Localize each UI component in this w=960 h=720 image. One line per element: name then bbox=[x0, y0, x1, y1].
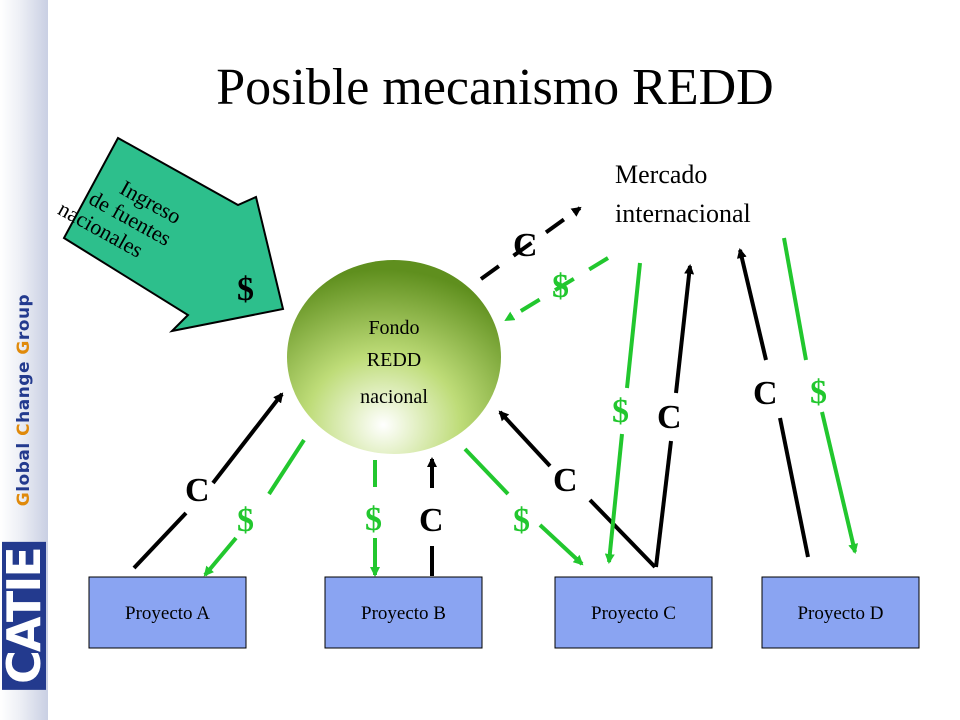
market-label-2: internacional bbox=[615, 199, 751, 228]
money-symbol-market-fund: $ bbox=[552, 268, 569, 305]
money-line-a-upper bbox=[267, 438, 306, 496]
money-arrow-market-to-d bbox=[820, 411, 859, 554]
sidebar: Global Change Group CATIE bbox=[0, 0, 51, 720]
mercado-internacional: Mercado internacional bbox=[615, 160, 751, 228]
income-arrow: Ingreso de fuentes nacionales $ bbox=[54, 136, 285, 333]
credit-symbol-c-market: C bbox=[657, 399, 682, 436]
money-symbol-d: $ bbox=[810, 374, 827, 411]
project-label-d: Proyecto D bbox=[797, 603, 883, 624]
credit-symbol-a: C bbox=[185, 472, 210, 509]
credit-arrow-c-to-market bbox=[674, 264, 695, 394]
money-arrow-fund-to-c bbox=[538, 523, 584, 566]
market-label-1: Mercado bbox=[615, 160, 707, 189]
money-symbol-c-market: $ bbox=[612, 393, 629, 430]
money-symbol-c: $ bbox=[513, 502, 530, 539]
credit-arrow-fund-to-market bbox=[479, 206, 582, 281]
credit-arrow-d-to-market bbox=[736, 248, 768, 361]
project-label-b: Proyecto B bbox=[361, 603, 446, 624]
income-money-symbol: $ bbox=[237, 271, 254, 308]
money-symbol-b: $ bbox=[365, 501, 382, 538]
credit-symbol-d: C bbox=[753, 375, 778, 412]
project-box-d: Proyecto D bbox=[761, 576, 920, 649]
money-line-market-c-upper bbox=[625, 262, 642, 389]
credit-line-d-lower bbox=[778, 417, 810, 558]
project-box-c: Proyecto C bbox=[554, 576, 713, 649]
credit-line-c-lower bbox=[588, 498, 657, 569]
money-arrow-market-to-c bbox=[604, 433, 624, 564]
money-arrow-market-to-fund bbox=[504, 256, 610, 322]
credit-symbol-fund-market: C bbox=[513, 227, 538, 264]
money-line-d-upper bbox=[782, 237, 808, 361]
credit-arrow-a-to-fund bbox=[211, 392, 284, 485]
project-box-a: Proyecto A bbox=[88, 576, 247, 649]
fund-label-3: nacional bbox=[360, 386, 428, 408]
credit-symbol-b: C bbox=[419, 502, 444, 539]
fund-label-2: REDD bbox=[367, 349, 421, 371]
credit-line-c-market-lower bbox=[654, 440, 673, 568]
money-line-c-upper bbox=[463, 447, 510, 496]
project-box-b: Proyecto B bbox=[324, 576, 483, 649]
fund-label-1: Fondo bbox=[368, 317, 419, 339]
project-label-c: Proyecto C bbox=[591, 603, 676, 624]
credit-line-a-lower bbox=[132, 511, 188, 570]
project-label-a: Proyecto A bbox=[125, 603, 210, 624]
money-arrow-fund-to-a bbox=[203, 536, 238, 577]
credit-arrow-c-to-fund bbox=[498, 410, 552, 468]
fondo-redd-sphere: Fondo REDD nacional bbox=[287, 260, 501, 454]
slide-title: Posible mecanismo REDD bbox=[216, 59, 774, 116]
money-symbol-a: $ bbox=[237, 502, 254, 539]
credit-symbol-c-fund: C bbox=[553, 462, 578, 499]
